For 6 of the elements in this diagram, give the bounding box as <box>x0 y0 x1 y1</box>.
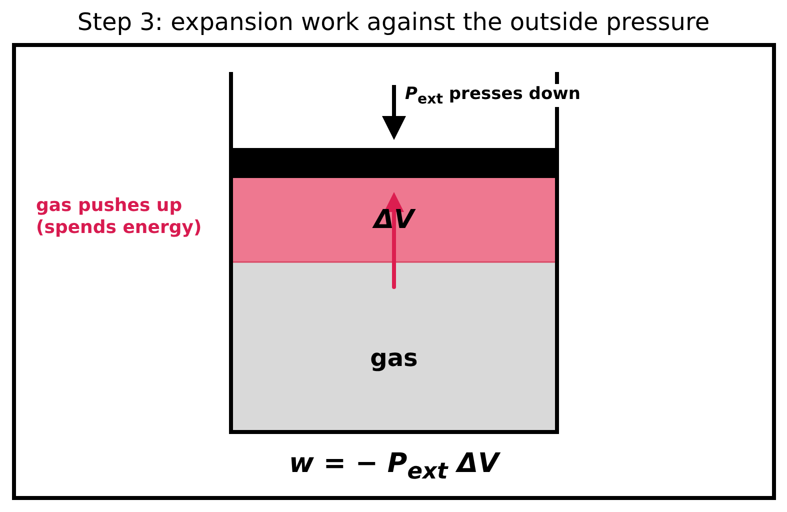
region-label: ΔV <box>374 205 414 235</box>
force-label: P$_{ext}$ presses down <box>403 84 582 108</box>
title: Step 3: expansion work against the outside pressure <box>76 8 711 36</box>
region-label: gas <box>370 344 418 372</box>
force-label: gas pushes up (spends energy) <box>36 195 203 239</box>
work-formula: w = − P$_{ext}$ ΔV <box>288 448 502 484</box>
